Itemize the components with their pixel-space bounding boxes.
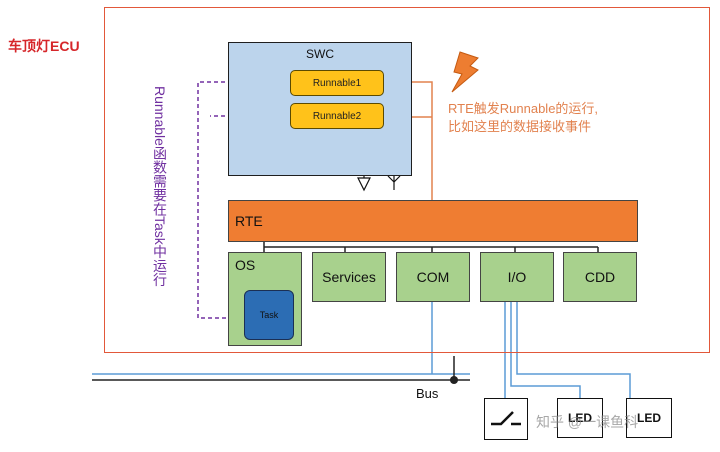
cdd-box: CDD (563, 252, 637, 302)
led-device-2: LED (626, 398, 672, 438)
os-label: OS (235, 257, 256, 273)
rte-note: RTE触发Runnable的运行, 比如这里的数据接收事件 (448, 100, 598, 136)
lightning-icon (451, 51, 479, 93)
watermark: 知乎 @一课鱼科 (536, 414, 639, 430)
com-box: COM (396, 252, 470, 302)
bus-label: Bus (416, 386, 439, 401)
task-box: Task (244, 290, 294, 340)
io-device-wires (504, 302, 631, 400)
services-box: Services (312, 252, 386, 302)
io-box: I/O (480, 252, 554, 302)
bus-lines (92, 302, 470, 384)
vertical-note: Runnable函数需要在Task中运行 (152, 86, 168, 287)
rte-note-line2: 比如这里的数据接收事件 (448, 119, 592, 134)
switch-device (484, 398, 528, 440)
ecu-frame (104, 7, 710, 353)
rte-note-line1: RTE触发Runnable的运行, (448, 101, 599, 116)
led-device-1: LED (557, 398, 603, 438)
swc-label: SWC (306, 47, 334, 61)
runnable2-box: Runnable2 (290, 103, 384, 129)
rte-layer: RTE (228, 200, 638, 242)
runnable1-box: Runnable1 (290, 70, 384, 96)
switch-icon (491, 411, 521, 426)
rte-bsw-connector (263, 242, 599, 252)
ecu-title: 车顶灯ECU (8, 38, 80, 54)
